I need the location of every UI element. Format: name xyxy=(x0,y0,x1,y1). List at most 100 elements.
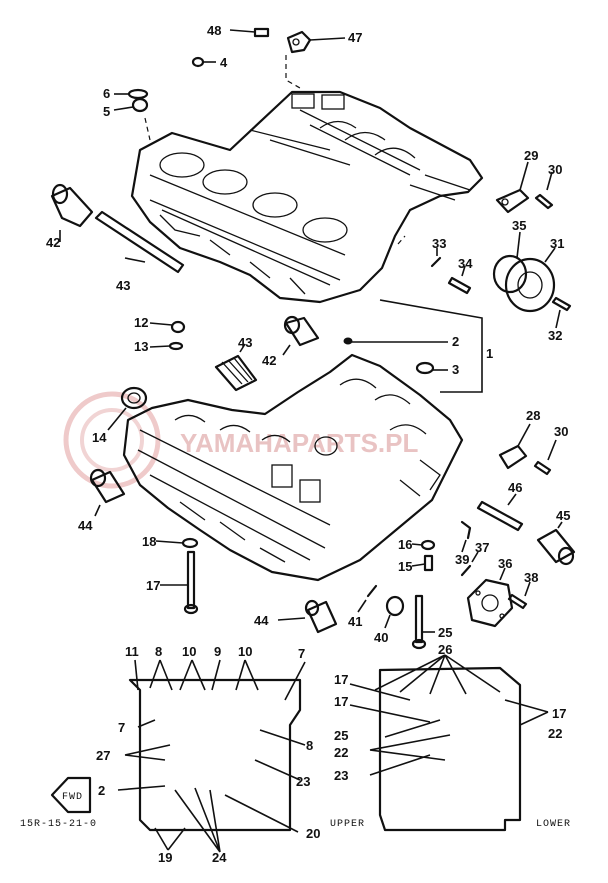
callout-47: 47 xyxy=(348,30,362,45)
filter-42 xyxy=(50,183,94,242)
callout-12: 12 xyxy=(134,315,148,330)
upper-label: UPPER xyxy=(330,819,365,830)
callout-17-b: 17 xyxy=(334,694,348,709)
callout-8-right: 8 xyxy=(306,738,313,753)
callout-39: 39 xyxy=(455,552,469,567)
callout-43-mid: 43 xyxy=(238,335,252,350)
bolt-30-upper xyxy=(534,171,554,210)
callout-40: 40 xyxy=(374,630,388,645)
callout-20: 20 xyxy=(306,826,320,841)
upper-bolt-pattern xyxy=(117,659,306,853)
washer-16 xyxy=(411,539,436,551)
plug-40 xyxy=(384,595,405,629)
plug-5 xyxy=(113,97,149,113)
oil-pump-31 xyxy=(492,247,556,313)
callout-29: 29 xyxy=(524,148,538,163)
washer-13 xyxy=(149,341,184,351)
callout-17-c: 17 xyxy=(552,706,566,721)
o-ring-6 xyxy=(114,88,149,100)
callout-46: 46 xyxy=(508,480,522,495)
plate-28 xyxy=(498,423,531,470)
cover-plate-29 xyxy=(495,161,530,214)
callout-45: 45 xyxy=(556,508,570,523)
washer-18 xyxy=(155,537,199,549)
callout-32: 32 xyxy=(548,328,562,343)
callout-11: 11 xyxy=(125,644,139,659)
callout-8-top: 8 xyxy=(155,644,162,659)
callout-42-mid: 42 xyxy=(262,353,276,368)
callout-14: 14 xyxy=(92,430,107,445)
callout-44-mid: 44 xyxy=(78,518,93,533)
callout-30-lower: 30 xyxy=(554,424,568,439)
shaft-46 xyxy=(476,493,524,532)
upper-crankcase xyxy=(130,90,484,304)
callout-4: 4 xyxy=(220,55,228,70)
callout-42-upper: 42 xyxy=(46,235,60,250)
callout-15: 15 xyxy=(398,559,412,574)
callout-1: 1 xyxy=(486,346,493,361)
pipe-43 xyxy=(94,210,185,274)
front-label: FWD xyxy=(62,792,83,803)
bolt-25-mid xyxy=(411,594,435,650)
dowel-4 xyxy=(191,56,216,68)
callout-2-low: 2 xyxy=(98,783,105,798)
callout-38: 38 xyxy=(524,570,538,585)
callout-22-left: 22 xyxy=(334,745,348,760)
lower-bolt-pattern xyxy=(349,654,549,832)
callout-31: 31 xyxy=(550,236,564,251)
spring-39 xyxy=(460,520,472,553)
callout-5: 5 xyxy=(103,104,110,119)
callout-36: 36 xyxy=(498,556,512,571)
o-ring-35 xyxy=(516,231,521,259)
callout-3: 3 xyxy=(452,362,459,377)
callout-26: 26 xyxy=(438,642,452,657)
bracket-47 xyxy=(286,30,346,54)
callout-35: 35 xyxy=(512,218,526,233)
bolt-48 xyxy=(229,27,270,38)
lower-crankcase xyxy=(122,353,464,582)
callout-22-right: 22 xyxy=(548,726,562,741)
dowel-2-mid xyxy=(343,337,448,345)
pin-41 xyxy=(357,584,378,613)
diagram-code: 15R-15-21-0 xyxy=(20,819,97,830)
bolt-30-lower xyxy=(533,439,557,476)
callout-6: 6 xyxy=(103,86,110,101)
callout-27: 27 xyxy=(96,748,110,763)
shaft-34 xyxy=(447,265,472,295)
callout-34: 34 xyxy=(458,256,473,271)
plug-12 xyxy=(149,320,186,334)
callout-37: 37 xyxy=(475,540,489,555)
pin-33 xyxy=(430,248,442,268)
filter-45 xyxy=(536,521,576,566)
pin-37 xyxy=(460,551,479,577)
callout-33: 33 xyxy=(432,236,446,251)
callout-25-low: 25 xyxy=(334,728,348,743)
bolt-38 xyxy=(507,581,531,610)
watermark: YAMAHAPARTS.PL xyxy=(63,391,418,489)
callout-41: 41 xyxy=(348,614,362,629)
filter-42-mid xyxy=(282,315,320,356)
callout-10-left: 10 xyxy=(182,644,196,659)
bracket-1 xyxy=(379,299,483,393)
guide-upper-lower xyxy=(144,55,406,245)
bolt-15 xyxy=(411,554,434,572)
callout-43-upper: 43 xyxy=(116,278,130,293)
callouts: 48 47 4 6 5 29 30 42 43 33 35 34 31 32 1… xyxy=(46,23,570,865)
callout-17-a: 17 xyxy=(334,672,348,687)
callout-19: 19 xyxy=(158,850,172,865)
callout-7-left: 7 xyxy=(118,720,125,735)
bolt-17-mid xyxy=(160,550,199,615)
callout-44-low: 44 xyxy=(254,613,269,628)
callout-13: 13 xyxy=(134,339,148,354)
pump-cover-36 xyxy=(466,567,514,628)
callout-7-top: 7 xyxy=(298,646,305,661)
callout-10-right: 10 xyxy=(238,644,252,659)
strainer-43 xyxy=(214,343,258,392)
callout-28: 28 xyxy=(526,408,540,423)
bolt-32 xyxy=(551,296,572,329)
o-ring-3 xyxy=(415,361,448,375)
watermark-logo-icon xyxy=(63,391,161,489)
callout-18: 18 xyxy=(142,534,156,549)
callout-23-lower: 23 xyxy=(334,768,348,783)
